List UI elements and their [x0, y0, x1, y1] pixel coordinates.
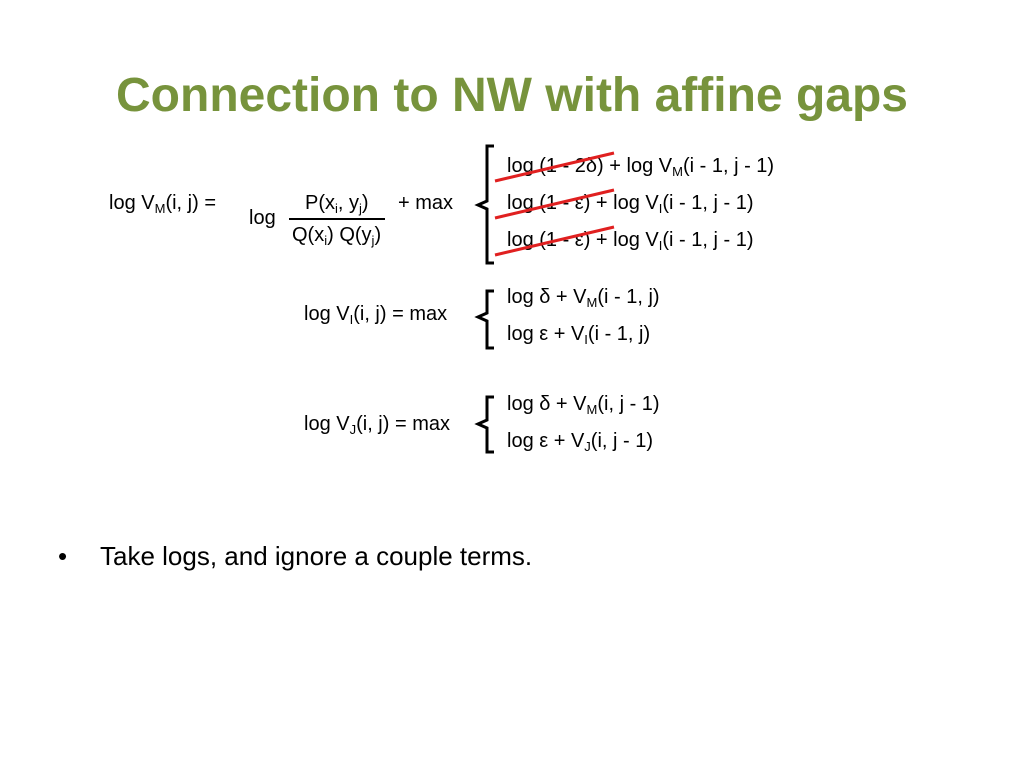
- eq-j-lhs: log VJ(i, j) = max: [304, 413, 450, 437]
- fraction-bar: [289, 218, 385, 220]
- eq-i-case-1: log δ + VM(i - 1, j): [507, 286, 660, 310]
- eq-m-log-word: log: [249, 207, 276, 229]
- eq-m-case-3: log (1 - ε) + log VI(i - 1, j - 1): [507, 229, 754, 253]
- eq-m-lhs: log VM(i, j) =: [109, 192, 216, 216]
- eq-m-plus-max: + max: [398, 192, 454, 214]
- eq-m-case-1: log (1 - 2δ) + log VM(i - 1, j - 1): [507, 155, 775, 179]
- eq-m-case-2: log (1 - ε) + log VI(i - 1, j - 1): [507, 192, 754, 216]
- bullet-text: Take logs, and ignore a couple terms.: [100, 541, 533, 571]
- eq-j-case-2: log ε + VJ(i, j - 1): [507, 430, 654, 454]
- slide-title: Connection to NW with affine gaps: [116, 69, 908, 122]
- brace-j: [474, 395, 494, 454]
- eq-j-case-1: log δ + VM(i, j - 1): [507, 393, 660, 417]
- eq-i-case-2: log ε + VI(i - 1, j): [507, 323, 651, 347]
- brace-m: [474, 144, 494, 265]
- bullet-marker: •: [58, 541, 68, 571]
- eq-m-numerator: P(xi, yj): [305, 192, 369, 216]
- eq-m-denominator: Q(xi) Q(yj): [292, 224, 382, 248]
- brace-i: [474, 289, 494, 350]
- eq-i-lhs: log VI(i, j) = max: [304, 303, 448, 327]
